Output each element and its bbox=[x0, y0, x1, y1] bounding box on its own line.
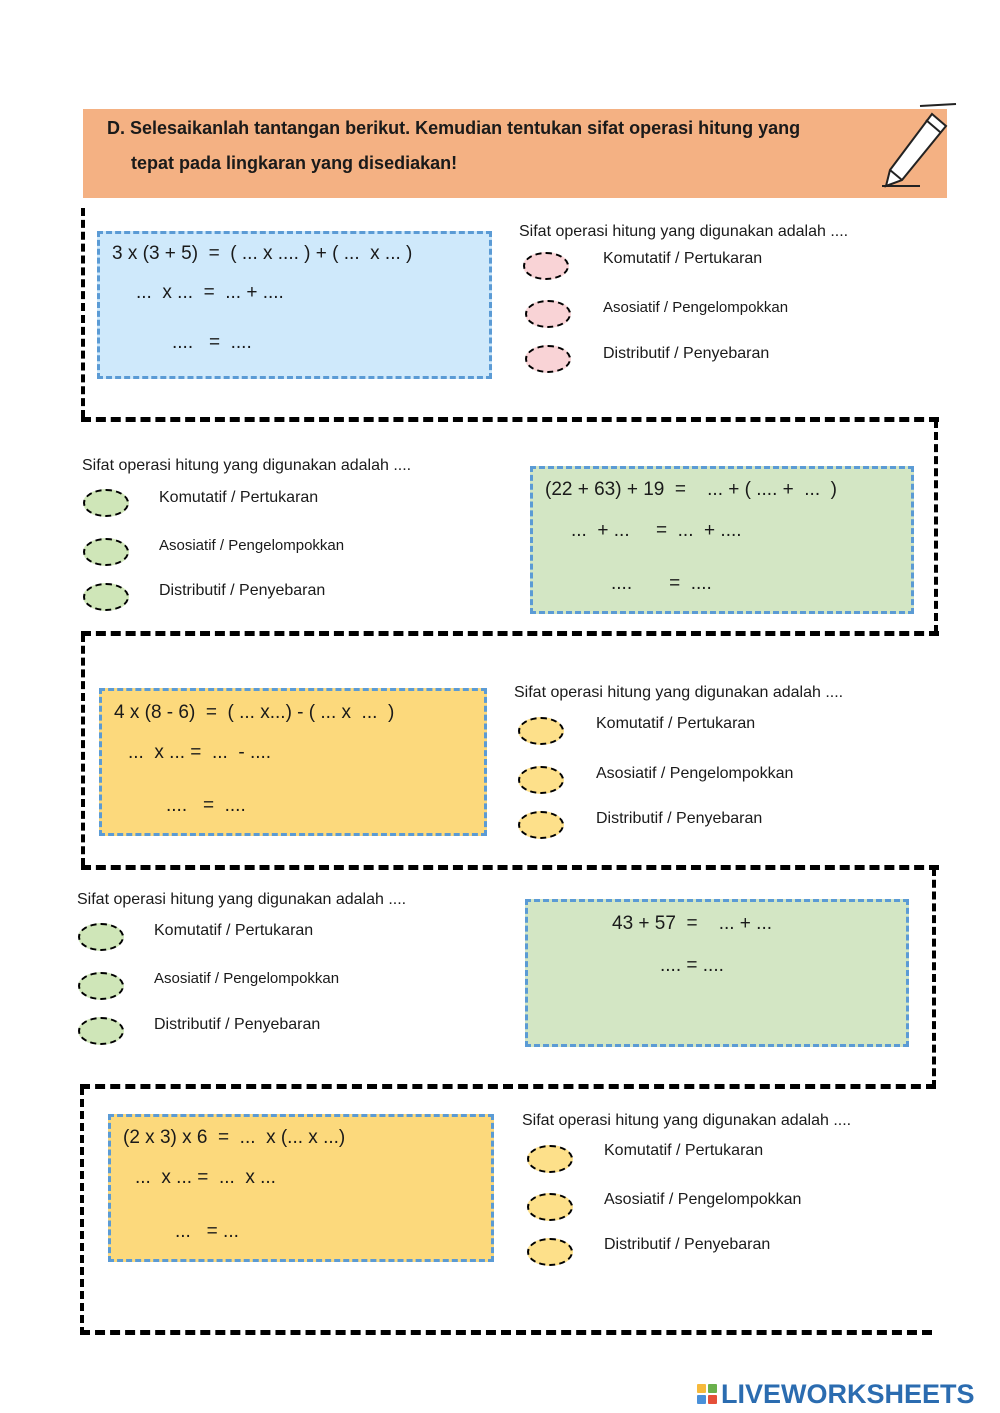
option-label-asosiatif: Asosiatif / Pengelompokkan bbox=[604, 1191, 802, 1208]
answer-circle-distributif[interactable] bbox=[518, 811, 564, 839]
equation-line: 3 x (3 + 5) = ( ... x .... ) + ( ... x .… bbox=[112, 243, 413, 264]
answer-circle-komutatif[interactable] bbox=[527, 1145, 573, 1173]
option-label-distributif: Distributif / Penyebaran bbox=[159, 582, 326, 599]
answer-circle-asosiatif[interactable] bbox=[525, 300, 571, 328]
equation-box-3: 4 x (8 - 6) = ( ... x...) - ( ... x ... … bbox=[99, 688, 487, 836]
equation-line: (2 x 3) x 6 = ... x (... x ...) bbox=[123, 1127, 346, 1148]
prompt-text: Sifat operasi hitung yang digunakan adal… bbox=[77, 891, 407, 908]
frame-line bbox=[81, 417, 939, 422]
frame-line bbox=[80, 1087, 84, 1335]
option-label-komutatif: Komutatif / Pertukaran bbox=[603, 250, 763, 267]
equation-line: .... = .... bbox=[611, 573, 712, 594]
equation-line: ... x ... = ... + .... bbox=[136, 282, 284, 303]
option-label-komutatif: Komutatif / Pertukaran bbox=[604, 1142, 764, 1159]
answer-circle-komutatif[interactable] bbox=[78, 923, 124, 951]
liveworksheets-logo: LIVEWORKSHEETS bbox=[697, 1379, 975, 1409]
option-label-asosiatif: Asosiatif / Pengelompokkan bbox=[159, 537, 345, 554]
frame-line bbox=[81, 634, 85, 866]
frame-line bbox=[80, 1330, 932, 1335]
frame-line bbox=[81, 631, 939, 636]
equation-line: 43 + 57 = ... + ... bbox=[612, 913, 773, 934]
equation-box-1: 3 x (3 + 5) = ( ... x .... ) + ( ... x .… bbox=[97, 231, 492, 379]
answer-circle-komutatif[interactable] bbox=[523, 252, 569, 280]
frame-line bbox=[934, 420, 938, 633]
instruction-line-2: tepat pada lingkaran yang disediakan! bbox=[131, 153, 458, 173]
equation-line: ... x ... = ... - .... bbox=[128, 742, 272, 763]
equation-line: ... = ... bbox=[175, 1221, 239, 1242]
option-label-distributif: Distributif / Penyebaran bbox=[596, 810, 763, 827]
answer-circle-distributif[interactable] bbox=[527, 1238, 573, 1266]
equation-box-5: (2 x 3) x 6 = ... x (... x ...) ... x ..… bbox=[108, 1114, 494, 1262]
option-label-distributif: Distributif / Penyebaran bbox=[604, 1236, 771, 1253]
equation-line: .... = .... bbox=[660, 955, 724, 976]
option-label-distributif: Distributif / Penyebaran bbox=[603, 345, 770, 362]
logo-text: LIVEWORKSHEETS bbox=[721, 1378, 975, 1409]
equation-line: ... x ... = ... x ... bbox=[135, 1167, 276, 1188]
equation-line: ... + ... = ... + .... bbox=[571, 520, 742, 541]
equation-line: .... = .... bbox=[172, 332, 252, 353]
option-label-komutatif: Komutatif / Pertukaran bbox=[159, 489, 319, 506]
frame-line bbox=[80, 1084, 936, 1089]
equation-line: (22 + 63) + 19 = ... + ( .... + ... ) bbox=[545, 479, 837, 500]
pencil-icon bbox=[882, 103, 957, 188]
prompt-text: Sifat operasi hitung yang digunakan adal… bbox=[522, 1112, 852, 1129]
option-label-asosiatif: Asosiatif / Pengelompokkan bbox=[154, 970, 340, 987]
option-label-asosiatif: Asosiatif / Pengelompokkan bbox=[603, 299, 789, 316]
equation-box-2: (22 + 63) + 19 = ... + ( .... + ... ) ..… bbox=[530, 466, 914, 614]
answer-circle-asosiatif[interactable] bbox=[518, 766, 564, 794]
equation-line: 4 x (8 - 6) = ( ... x...) - ( ... x ... … bbox=[114, 702, 395, 723]
option-label-komutatif: Komutatif / Pertukaran bbox=[596, 715, 756, 732]
answer-circle-asosiatif[interactable] bbox=[527, 1193, 573, 1221]
instruction-banner: D. Selesaikanlah tantangan berikut. Kemu… bbox=[83, 109, 947, 198]
answer-circle-distributif[interactable] bbox=[83, 583, 129, 611]
option-label-distributif: Distributif / Penyebaran bbox=[154, 1016, 321, 1033]
frame-line bbox=[81, 208, 85, 418]
equation-box-4: 43 + 57 = ... + ... .... = .... bbox=[525, 899, 909, 1047]
frame-line bbox=[932, 868, 936, 1088]
frame-line bbox=[81, 865, 939, 870]
answer-circle-asosiatif[interactable] bbox=[83, 538, 129, 566]
prompt-text: Sifat operasi hitung yang digunakan adal… bbox=[82, 457, 412, 474]
answer-circle-distributif[interactable] bbox=[525, 345, 571, 373]
equation-line: .... = .... bbox=[166, 795, 246, 816]
instruction-line-1: D. Selesaikanlah tantangan berikut. Kemu… bbox=[107, 118, 801, 138]
answer-circle-komutatif[interactable] bbox=[518, 717, 564, 745]
answer-circle-komutatif[interactable] bbox=[83, 489, 129, 517]
logo-grid-icon bbox=[697, 1384, 717, 1404]
prompt-text: Sifat operasi hitung yang digunakan adal… bbox=[519, 223, 849, 240]
prompt-text: Sifat operasi hitung yang digunakan adal… bbox=[514, 684, 844, 701]
answer-circle-asosiatif[interactable] bbox=[78, 972, 124, 1000]
option-label-komutatif: Komutatif / Pertukaran bbox=[154, 922, 314, 939]
answer-circle-distributif[interactable] bbox=[78, 1017, 124, 1045]
option-label-asosiatif: Asosiatif / Pengelompokkan bbox=[596, 765, 794, 782]
